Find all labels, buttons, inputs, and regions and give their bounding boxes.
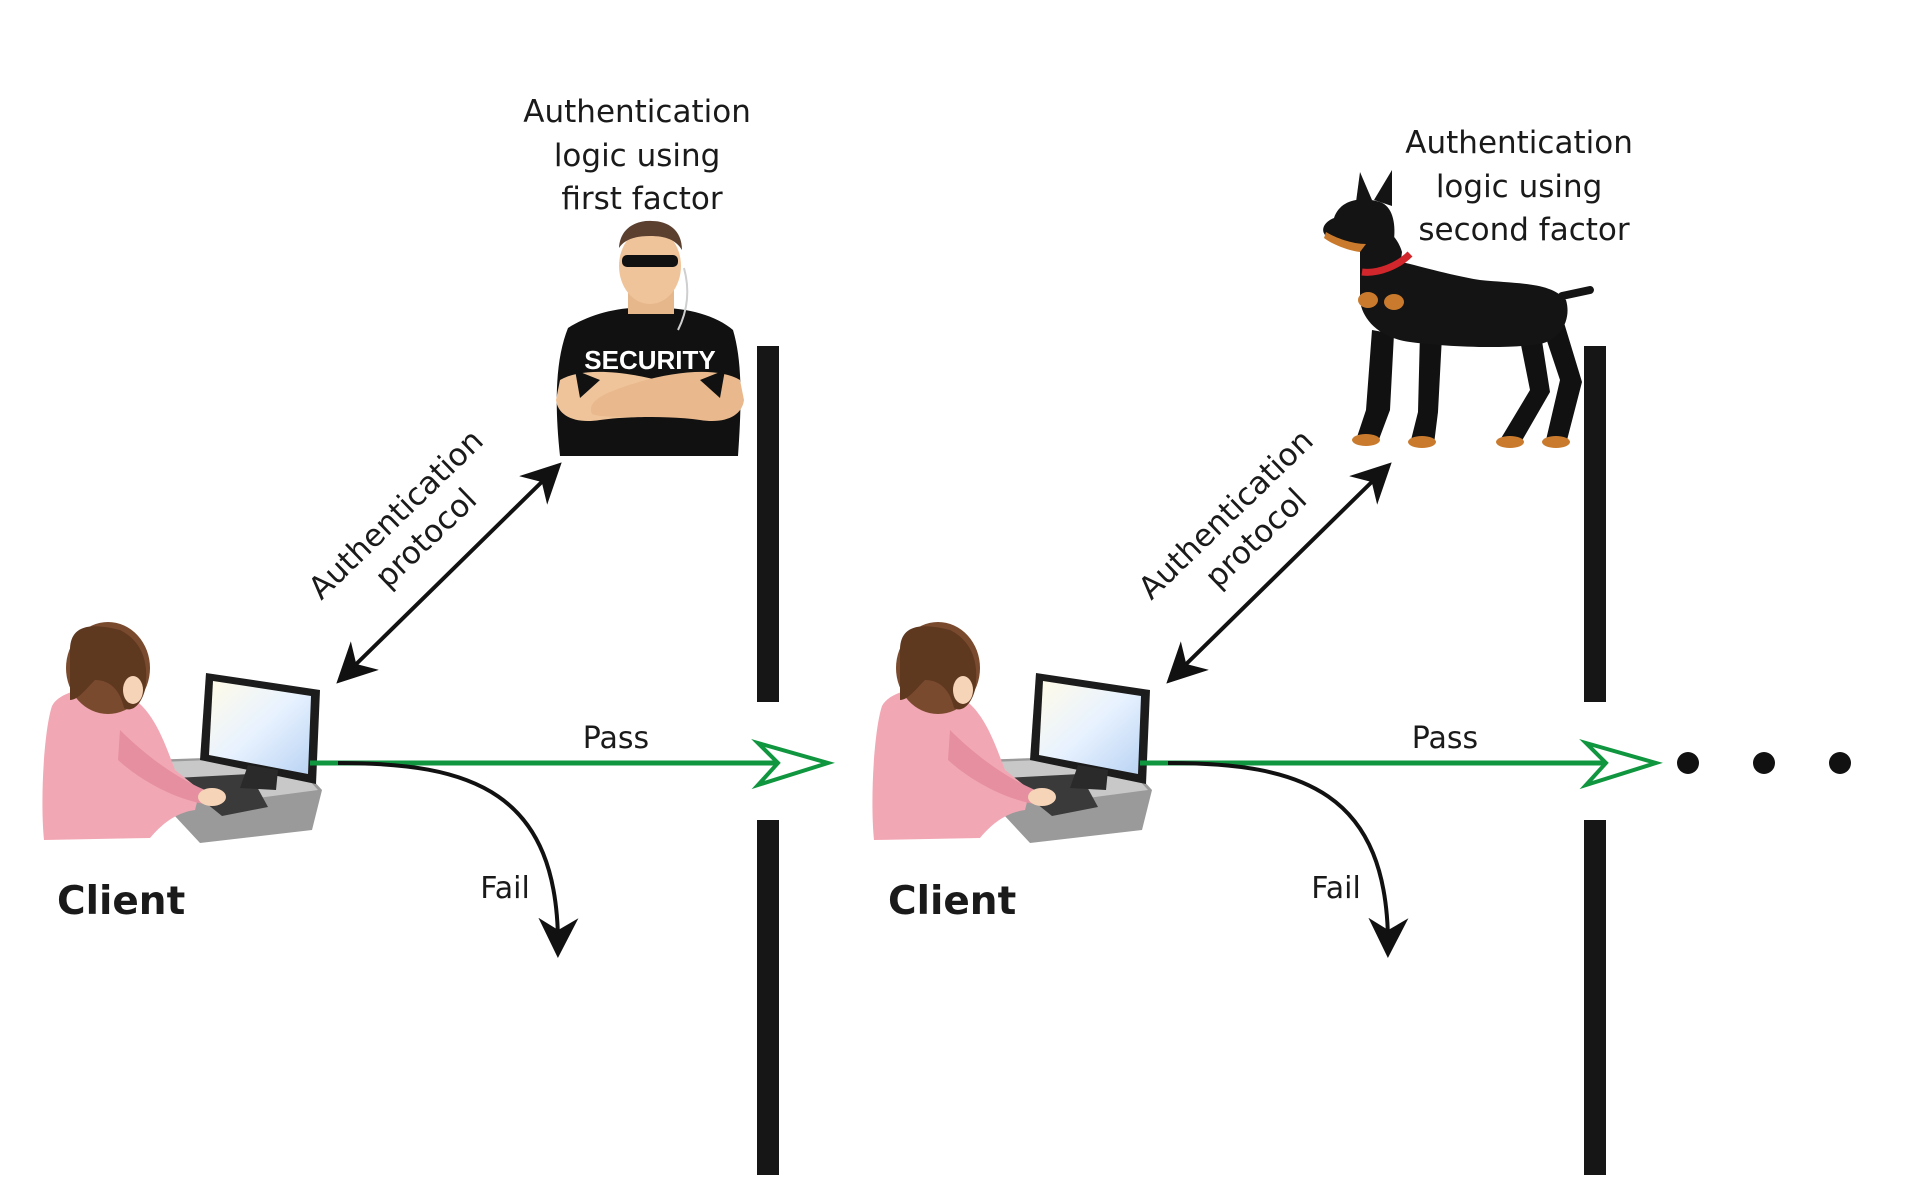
barrier-2-lower: [1584, 820, 1606, 1175]
dog-caption: Authentication logic using second factor: [1405, 125, 1642, 248]
guard-caption-line-3: first factor: [561, 181, 723, 217]
guard-caption-line-1: Authentication: [523, 94, 751, 130]
ellipsis-dots-icon: [1677, 752, 1851, 774]
fail-arrow-2: [1167, 761, 1409, 958]
pass-label-1: Pass: [583, 721, 649, 756]
person-at-computer-icon: [42, 622, 322, 843]
fail-label-2: Fail: [1311, 871, 1361, 906]
guard-dog-icon: [1323, 170, 1594, 448]
security-guard-icon: SECURITY: [556, 220, 744, 456]
barrier-1-lower: [757, 820, 779, 1175]
person-at-computer-icon: [872, 622, 1152, 843]
barrier-1-upper: [757, 346, 779, 702]
client-1: Client: [42, 622, 322, 924]
fail-label-1: Fail: [480, 871, 530, 906]
guard-caption: Authentication logic using first factor: [523, 94, 760, 217]
pass-arrow-1: [310, 738, 835, 790]
dog-caption-line-2: logic using: [1436, 169, 1603, 205]
protocol-arrow-1: [336, 462, 562, 684]
client-2-label: Client: [888, 879, 1016, 924]
client-2: [872, 622, 1152, 843]
fail-arrow-1: [337, 761, 579, 958]
client-1-label: Client: [57, 879, 185, 924]
pass-label-2: Pass: [1412, 721, 1478, 756]
barrier-1: [757, 346, 779, 1175]
stage-1-authenticator: Authentication logic using first factor …: [523, 94, 760, 456]
dog-caption-line-1: Authentication: [1405, 125, 1633, 161]
guard-caption-line-2: logic using: [554, 138, 721, 174]
pass-arrow-2: [1140, 738, 1663, 790]
stage-2-authenticator: Authentication logic using second factor: [1323, 125, 1642, 448]
protocol-label-2: Authentication protocol: [1132, 416, 1354, 634]
barrier-2: [1584, 346, 1606, 1175]
guard-shirt-text: SECURITY: [584, 345, 715, 375]
dog-caption-line-3: second factor: [1418, 212, 1629, 248]
barrier-2-upper: [1584, 346, 1606, 702]
protocol-arrow-2: [1166, 462, 1392, 684]
protocol-label-1: Authentication protocol: [302, 416, 524, 634]
